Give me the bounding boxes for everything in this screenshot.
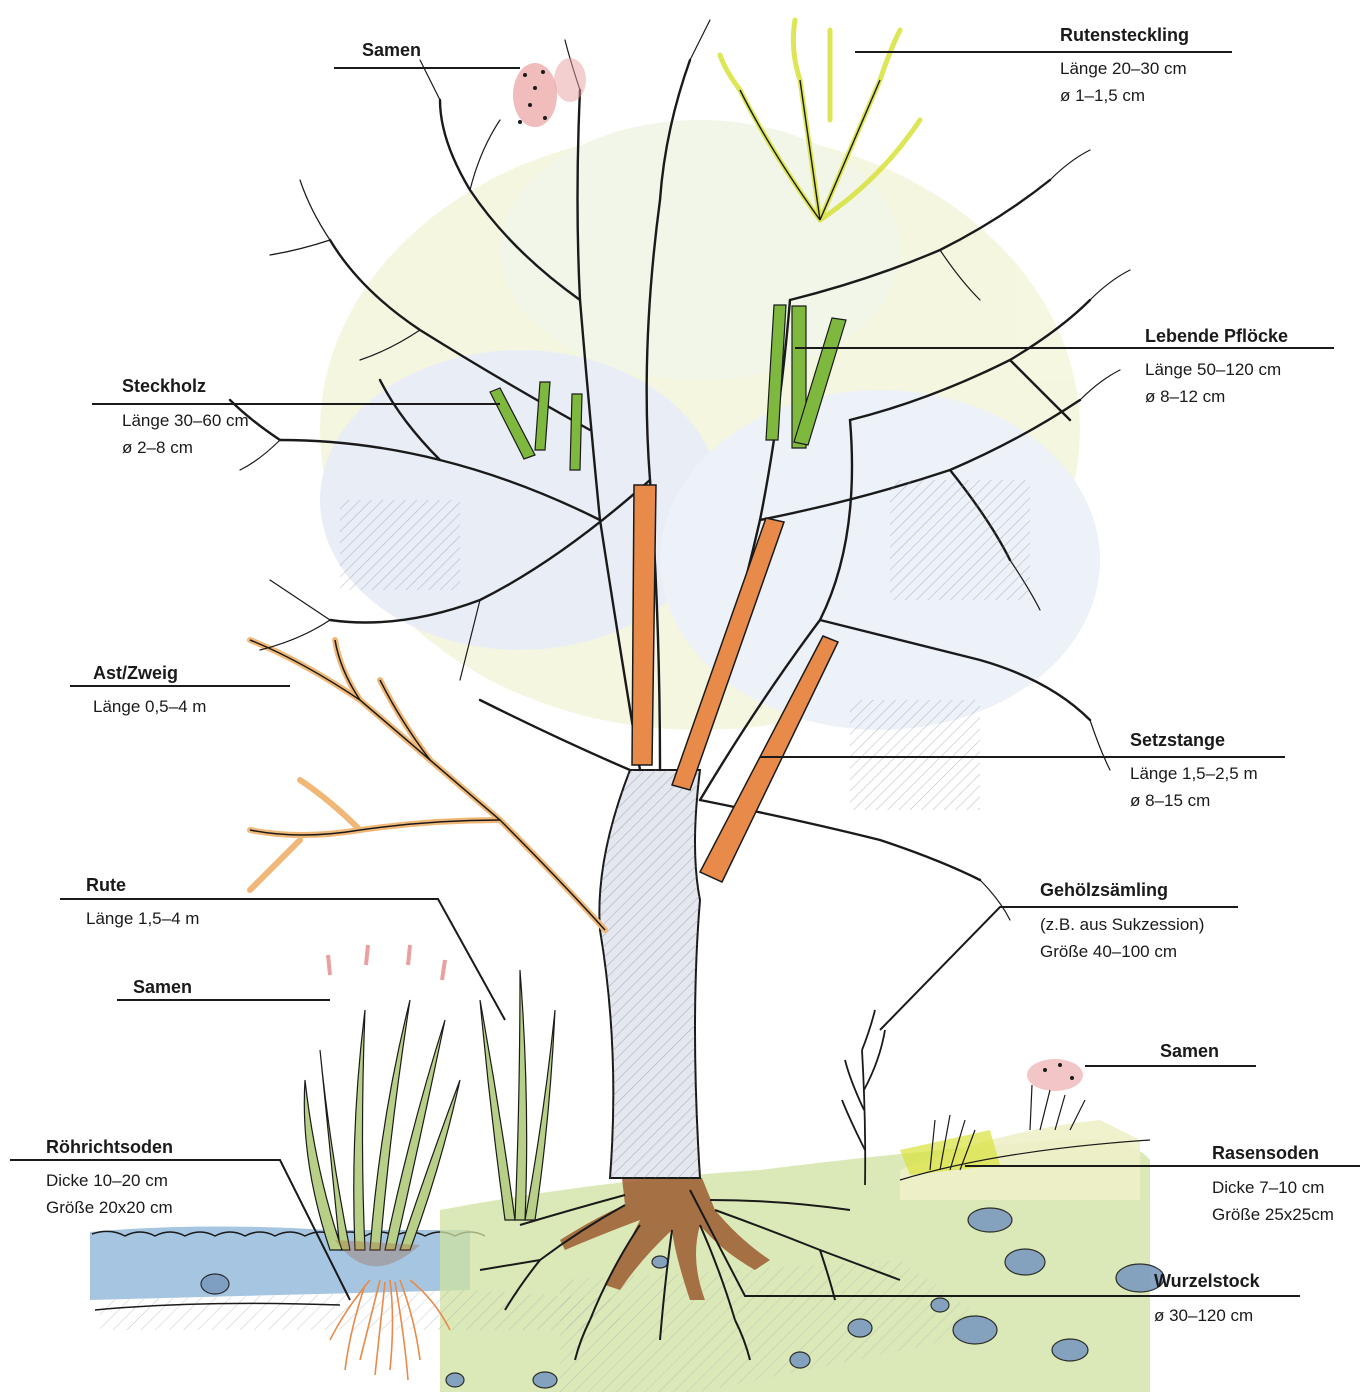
label-steckholz-diameter: ø 2–8 cm [122, 434, 249, 461]
label-gehoelzsaemling: Gehölzsämling [1040, 879, 1168, 901]
label-roehrichtsoden-title: Röhrichtsoden [46, 1136, 173, 1158]
label-roehrichtsoden-desc: Dicke 10–20 cm Größe 20x20 cm [46, 1167, 173, 1221]
label-roehrichtsoden-thickness: Dicke 10–20 cm [46, 1167, 173, 1194]
label-rute-title: Rute [86, 874, 126, 896]
label-lebende-pfloecke-diameter: ø 8–12 cm [1145, 383, 1288, 410]
label-rute: Rute [86, 874, 126, 896]
label-samen-right: Samen [1160, 1040, 1219, 1062]
label-samen-right-title: Samen [1160, 1040, 1219, 1062]
label-roehrichtsoden: Röhrichtsoden [46, 1136, 173, 1158]
label-rasensoden-title: Rasensoden [1212, 1142, 1319, 1164]
label-rutensteckling-title: Rutensteckling [1060, 24, 1189, 46]
label-steckholz-title: Steckholz [122, 375, 206, 397]
label-setzstange-title: Setzstange [1130, 729, 1225, 751]
label-setzstange-length: Länge 1,5–2,5 m [1130, 760, 1258, 787]
label-wurzelstock-desc: ø 30–120 cm [1154, 1302, 1253, 1329]
label-roehrichtsoden-size: Größe 20x20 cm [46, 1194, 173, 1221]
label-lebende-pfloecke: Lebende Pflöcke Länge 50–120 cm ø 8–12 c… [1145, 325, 1288, 410]
label-rasensoden: Rasensoden [1212, 1142, 1319, 1164]
label-ast-zweig-desc: Länge 0,5–4 m [93, 693, 206, 720]
label-samen-top-title: Samen [362, 39, 421, 61]
label-gehoelzsaemling-origin: (z.B. aus Sukzession) [1040, 911, 1204, 938]
label-ast-zweig-title: Ast/Zweig [93, 662, 178, 684]
label-rutensteckling: Rutensteckling Länge 20–30 cm ø 1–1,5 cm [1060, 24, 1189, 109]
label-rute-desc: Länge 1,5–4 m [86, 905, 199, 932]
label-samen-top: Samen [362, 39, 421, 61]
label-rutensteckling-length: Länge 20–30 cm [1060, 55, 1189, 82]
label-setzstange-diameter: ø 8–15 cm [1130, 787, 1258, 814]
trunk [599, 770, 700, 1178]
label-steckholz-length: Länge 30–60 cm [122, 407, 249, 434]
label-gehoelzsaemling-desc: (z.B. aus Sukzession) Größe 40–100 cm [1040, 911, 1204, 965]
label-gehoelzsaemling-title: Gehölzsämling [1040, 879, 1168, 901]
label-gehoelzsaemling-size: Größe 40–100 cm [1040, 938, 1204, 965]
label-rute-length: Länge 1,5–4 m [86, 905, 199, 932]
label-lebende-pfloecke-title: Lebende Pflöcke [1145, 325, 1288, 347]
label-wurzelstock-diameter: ø 30–120 cm [1154, 1302, 1253, 1329]
label-steckholz-desc: Länge 30–60 cm ø 2–8 cm [122, 407, 249, 461]
label-samen-left: Samen [133, 976, 192, 998]
label-wurzelstock-title: Wurzelstock [1154, 1270, 1260, 1292]
label-rasensoden-desc: Dicke 7–10 cm Größe 25x25cm [1212, 1174, 1334, 1228]
label-steckholz: Steckholz [122, 375, 206, 397]
label-ast-zweig-length: Länge 0,5–4 m [93, 693, 206, 720]
label-samen-left-title: Samen [133, 976, 192, 998]
label-ast-zweig: Ast/Zweig [93, 662, 178, 684]
label-wurzelstock: Wurzelstock [1154, 1270, 1260, 1292]
label-setzstange: Setzstange [1130, 729, 1225, 751]
label-setzstange-desc: Länge 1,5–2,5 m ø 8–15 cm [1130, 760, 1258, 814]
crown-wash [320, 120, 1100, 730]
label-lebende-pfloecke-length: Länge 50–120 cm [1145, 356, 1288, 383]
label-rasensoden-size: Größe 25x25cm [1212, 1201, 1334, 1228]
label-rutensteckling-diameter: ø 1–1,5 cm [1060, 82, 1189, 109]
label-rasensoden-thickness: Dicke 7–10 cm [1212, 1174, 1334, 1201]
